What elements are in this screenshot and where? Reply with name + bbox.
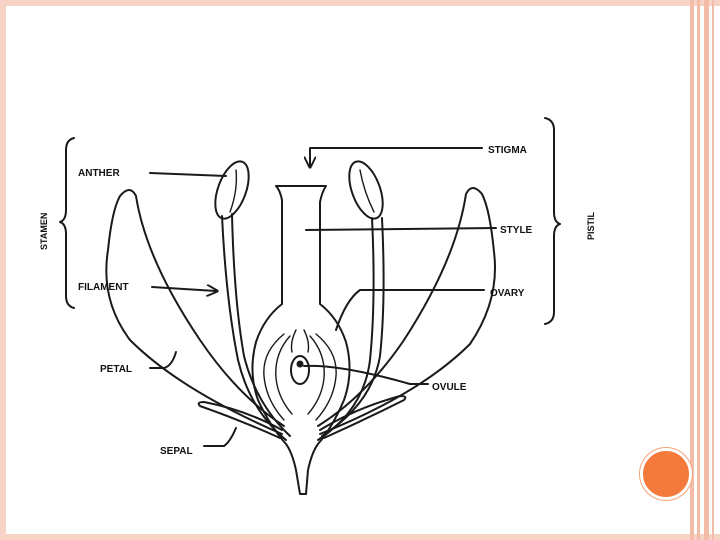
right-anther-line bbox=[360, 170, 374, 212]
ovule-stalk-left bbox=[292, 330, 297, 352]
style-label: STYLE bbox=[500, 225, 533, 236]
anther-label: ANTHER bbox=[78, 168, 120, 179]
sepal-pointer bbox=[204, 428, 236, 446]
pistil-bracket bbox=[545, 118, 560, 324]
stigma-pointer bbox=[310, 148, 482, 166]
ovary-pointer bbox=[336, 290, 484, 330]
style-pointer bbox=[306, 228, 496, 230]
ovary-wall-right-outer bbox=[316, 334, 336, 420]
ovule-stalk-right bbox=[304, 330, 309, 352]
petal-label: PETAL bbox=[100, 364, 132, 375]
stigma-label: STIGMA bbox=[488, 145, 527, 156]
ovary-label: OVARY bbox=[490, 288, 525, 299]
stamen-bracket bbox=[60, 138, 74, 308]
pistil-label: PISTIL bbox=[586, 211, 596, 240]
anther-pointer bbox=[150, 173, 226, 176]
ovule-label: OVULE bbox=[432, 382, 467, 393]
ovule bbox=[291, 356, 309, 384]
filament-pointer bbox=[152, 287, 216, 291]
ovule-dot bbox=[297, 361, 304, 368]
left-anther-line bbox=[230, 170, 236, 212]
right-anther bbox=[343, 157, 390, 223]
filament-label: FILAMENT bbox=[78, 282, 129, 293]
ovary-wall-left-inner bbox=[276, 336, 292, 414]
pistil bbox=[252, 186, 349, 494]
left-filament bbox=[222, 216, 286, 440]
ovary-wall-right-inner bbox=[308, 336, 324, 414]
stamen-label: STAMEN bbox=[39, 213, 49, 250]
sepal-label: SEPAL bbox=[160, 446, 193, 457]
